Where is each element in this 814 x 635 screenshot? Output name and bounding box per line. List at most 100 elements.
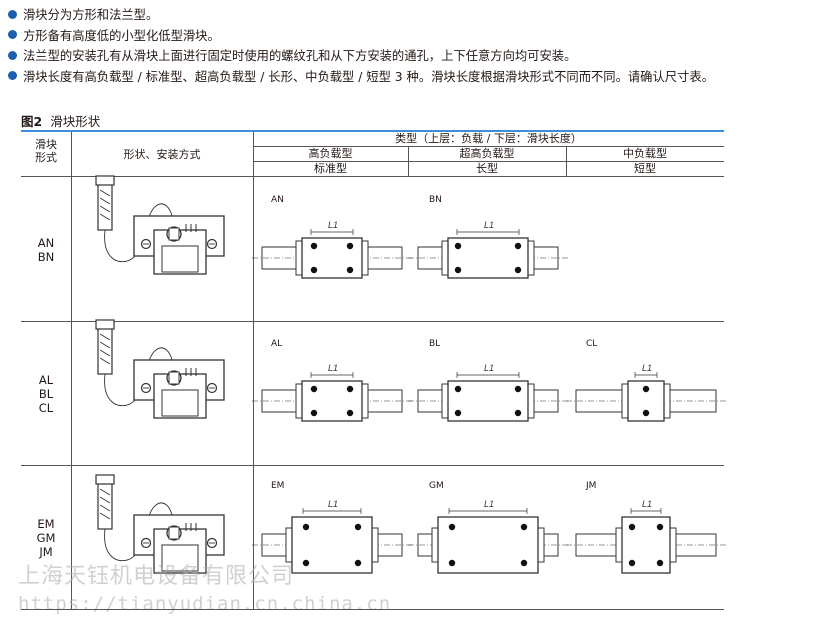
cell-label: AN bbox=[271, 195, 284, 205]
cell-label: AL bbox=[271, 339, 283, 349]
column-divider bbox=[253, 132, 254, 609]
mounting-hole bbox=[310, 266, 318, 274]
end-seal bbox=[361, 240, 369, 276]
header-load-high: 高负载型 bbox=[308, 147, 353, 160]
table-top-rule bbox=[21, 130, 724, 132]
form-code: EM bbox=[37, 517, 55, 531]
end-seal bbox=[527, 240, 535, 276]
dimension-label: L1 bbox=[328, 363, 338, 373]
slider-block: L1 bbox=[252, 220, 412, 279]
header-divider bbox=[253, 146, 724, 147]
header-shape-mounting: 形状、安装方式 bbox=[123, 148, 201, 161]
slider-block: L1 bbox=[566, 499, 726, 574]
mounting-hole bbox=[302, 559, 310, 567]
header-type: 类型（上层：负载 / 下层：滑块长度） bbox=[395, 132, 582, 145]
cell-label: CL bbox=[586, 339, 598, 349]
end-seal bbox=[295, 240, 303, 276]
bullet-text: 滑块分为方形和法兰型。 bbox=[23, 8, 159, 23]
header-length-standard: 标准型 bbox=[314, 162, 347, 175]
block-body bbox=[447, 237, 529, 279]
mounting-hole bbox=[454, 409, 462, 417]
mounting-hole bbox=[310, 385, 318, 393]
mounting-illustration bbox=[95, 175, 225, 275]
cell-label: JM bbox=[586, 481, 597, 491]
mounting-hole bbox=[310, 409, 318, 417]
slider-block: L1 bbox=[566, 363, 726, 422]
mounting-hole bbox=[346, 385, 354, 393]
mounting-hole bbox=[520, 559, 528, 567]
watermark-url: https://tianyudian.cn.china.cn bbox=[18, 593, 392, 615]
dimension-label: L1 bbox=[484, 220, 494, 230]
header-form-line2: 形式 bbox=[35, 151, 57, 164]
header-length-long: 长型 bbox=[476, 162, 498, 175]
header-length-short: 短型 bbox=[634, 162, 656, 175]
table-bottom-rule bbox=[21, 609, 724, 610]
mounting-hole bbox=[520, 523, 528, 531]
end-seal bbox=[663, 383, 671, 419]
block-body bbox=[621, 516, 671, 574]
mounting-hole bbox=[310, 242, 318, 250]
end-seal bbox=[527, 383, 535, 419]
row-forms-3: EM GM JM bbox=[21, 517, 71, 559]
dimension-label: L1 bbox=[328, 220, 338, 230]
mounting-hole bbox=[448, 523, 456, 531]
end-seal bbox=[441, 383, 449, 419]
header-bottom-line bbox=[21, 176, 724, 177]
dimension-label: L1 bbox=[484, 363, 494, 373]
mounting-hole bbox=[354, 523, 362, 531]
end-seal bbox=[615, 527, 623, 563]
mounting-hole bbox=[628, 559, 636, 567]
mounting-hole bbox=[454, 242, 462, 250]
mounting-hole bbox=[628, 523, 636, 531]
mounting-hole bbox=[514, 266, 522, 274]
column-divider bbox=[71, 132, 72, 609]
form-code: AL bbox=[38, 373, 54, 387]
slider-block: L1 bbox=[408, 220, 568, 279]
end-seal bbox=[431, 527, 439, 563]
bullet-dot bbox=[8, 9, 17, 19]
block-body bbox=[301, 237, 363, 279]
mounting-hole bbox=[454, 385, 462, 393]
dimension-label: L1 bbox=[328, 499, 338, 509]
cell-label: BN bbox=[429, 195, 442, 205]
row-divider bbox=[21, 321, 724, 322]
end-seal bbox=[621, 383, 629, 419]
mounting-hole bbox=[346, 242, 354, 250]
end-seal bbox=[669, 527, 677, 563]
bullet-item: 滑块分为方形和法兰型。 bbox=[8, 4, 808, 25]
end-seal bbox=[285, 527, 293, 563]
form-code: CL bbox=[38, 401, 54, 415]
mounting-hole bbox=[514, 409, 522, 417]
bullet-list: 滑块分为方形和法兰型。 方形备有高度低的小型化低型滑块。 法兰型的安装孔有从滑块… bbox=[8, 4, 808, 86]
bullet-item: 滑块长度有高负载型 / 标准型、超高负载型 / 长形、中负载型 / 短型 3 种… bbox=[8, 66, 808, 87]
header-form-line1: 滑块 bbox=[35, 138, 57, 151]
mounting-hole bbox=[656, 559, 664, 567]
slider-block: L1 bbox=[252, 499, 412, 574]
mounting-hole bbox=[514, 242, 522, 250]
header-block-form: 滑块 形式 bbox=[21, 138, 71, 164]
dimension-label: L1 bbox=[642, 363, 652, 373]
cell-label: BL bbox=[429, 339, 441, 349]
mounting-hole bbox=[642, 385, 650, 393]
end-seal bbox=[441, 240, 449, 276]
bullet-item: 法兰型的安装孔有从滑块上面进行固定时使用的螺纹孔和从下方安装的通孔，上下任意方向… bbox=[8, 45, 808, 66]
mounting-hole bbox=[346, 266, 354, 274]
row-forms-2: AL BL CL bbox=[21, 373, 71, 415]
cell-label: GM bbox=[429, 481, 444, 491]
bullet-text: 滑块长度有高负载型 / 标准型、超高负载型 / 长形、中负载型 / 短型 3 种… bbox=[23, 69, 714, 84]
header-divider bbox=[253, 161, 724, 162]
bullet-dot bbox=[8, 30, 17, 40]
dimension-label: L1 bbox=[642, 499, 652, 509]
watermark-company: 上海天钰机电设备有限公司 bbox=[18, 564, 295, 589]
bullet-text: 法兰型的安装孔有从滑块上面进行固定时使用的螺纹孔和从下方安装的通孔，上下任意方向… bbox=[23, 49, 577, 64]
bullet-dot bbox=[8, 71, 17, 81]
header-load-ultra: 超高负载型 bbox=[459, 147, 515, 160]
form-code: BN bbox=[37, 250, 55, 264]
mounting-hole bbox=[354, 559, 362, 567]
column-divider bbox=[566, 146, 567, 176]
mounting-hole bbox=[302, 523, 310, 531]
end-seal bbox=[295, 383, 303, 419]
